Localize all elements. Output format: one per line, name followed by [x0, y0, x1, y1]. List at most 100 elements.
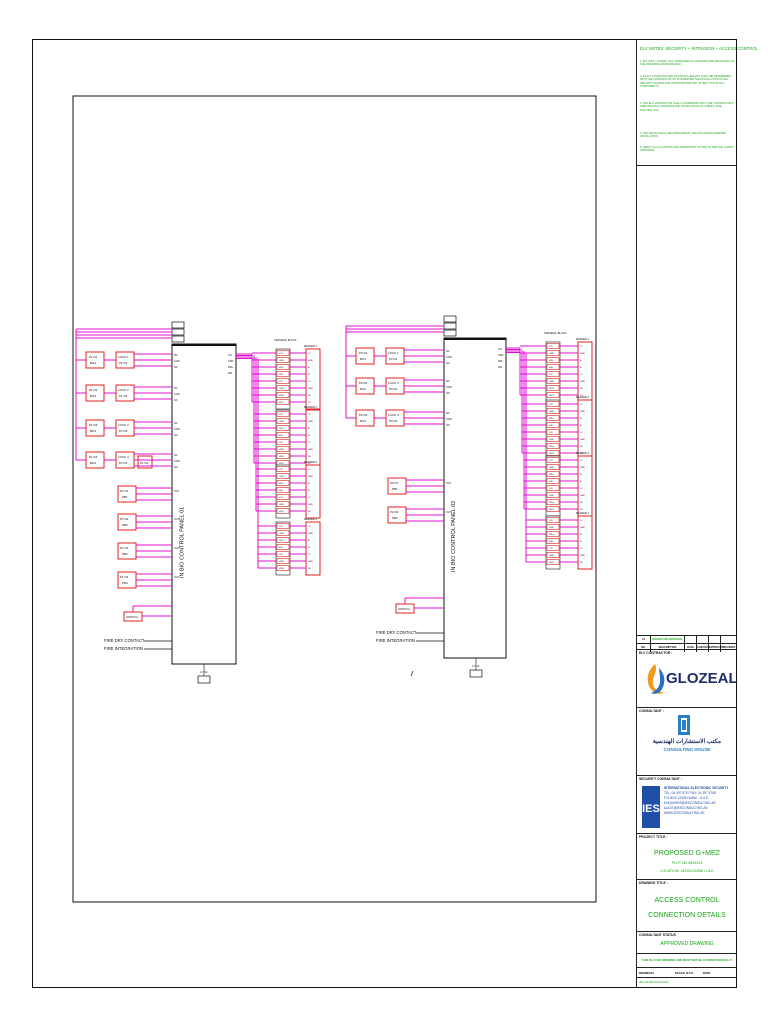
- consultant-label: CONSULTANT :: [639, 709, 664, 713]
- reader-pin-label: GND: [580, 439, 585, 441]
- glozeal-logo-icon: [647, 664, 665, 694]
- terminal-label: NO: [174, 366, 178, 369]
- terminal-cell: [276, 378, 290, 384]
- status-value: APPROVED DRAWING: [660, 941, 714, 947]
- terminal-cell-label: 12V: [279, 353, 283, 355]
- reader-pin-label: B: [580, 481, 582, 483]
- reader-pin-label: D0: [580, 502, 584, 504]
- terminal-cell-label: WD0: [279, 511, 285, 513]
- drawing-title-section: DRAWING TITLE : ACCESS CONTROL CONNECTIO…: [637, 880, 737, 932]
- lock-sub: P2 D2: [389, 387, 398, 391]
- terminal-label: OUT: [174, 576, 180, 579]
- terminal-cell-label: WD1: [549, 509, 555, 511]
- reader-box: [305, 521, 321, 576]
- reader-pin-label: D0: [308, 568, 312, 570]
- reader-pin-label: +V: [580, 488, 583, 490]
- terminal-cell: [276, 544, 290, 550]
- terminal-cell-label: GND: [279, 533, 284, 535]
- title-block: ELV NOTES: SECURITY + INTRUSION + ACCESS…: [636, 40, 758, 987]
- panel-top-terminal: [171, 321, 185, 329]
- ies-line-2: TEL: 04 397 5757 FAX: 04 397 5758: [664, 791, 716, 795]
- terminal-cell-label: GND: [549, 555, 554, 557]
- panel-output-label: 485-: [498, 366, 503, 369]
- terminal-cell: [276, 487, 290, 493]
- door-contact-label: P1 D3: [89, 423, 98, 427]
- terminal-cell-label: WD0: [549, 562, 555, 564]
- terminal-cell-label: WD0: [279, 456, 285, 458]
- reader-pin-label: GND: [580, 495, 585, 497]
- terminal-cell: [546, 450, 560, 456]
- door-contact-sub: BG2: [360, 387, 366, 391]
- status-section: CONSULTANT STATUS APPROVED DRAWING: [637, 932, 737, 954]
- reader-pin-label: +V: [580, 346, 583, 348]
- terminal-label: OUT: [174, 518, 180, 521]
- terminal-cell: [276, 399, 290, 405]
- lock-extra-label: P1 D4: [140, 461, 149, 465]
- terminal-cell-label: 485-: [549, 541, 554, 543]
- reader-pin-label: GND: [580, 467, 585, 469]
- lock-label: LOCK 1: [118, 355, 129, 359]
- drawing-title-label: DRAWING TITLE :: [639, 881, 668, 885]
- reader-pin-label: +V: [580, 432, 583, 434]
- terminal-cell: [546, 471, 560, 477]
- panel-top-terminal: [171, 328, 185, 336]
- project-location: LOCATION: JAFZA DUBAI U.A.E: [660, 869, 714, 873]
- terminal-cell: [546, 506, 560, 512]
- reader-pin-label: +V: [308, 442, 311, 444]
- consultant-section: CONSULTANT : مكتب الاستشارات الهندسية CO…: [637, 708, 737, 776]
- lock-label: LOCK 2: [118, 388, 129, 392]
- terminal-cell: [276, 537, 290, 543]
- rev-header-date: DATE: [685, 644, 697, 652]
- terminal-cell: [276, 530, 290, 536]
- reader-pin-label: A: [580, 533, 582, 536]
- reader-pin-label: +V: [308, 469, 311, 471]
- terminal-cell-label: 12V: [279, 414, 283, 416]
- reader-pin-label: GND: [308, 504, 313, 506]
- terminal-cell-label: 485-: [279, 490, 284, 492]
- consultant-logo-icon: [678, 715, 690, 735]
- terminal-cell: [276, 432, 290, 438]
- door-contact-sub: BG3: [90, 429, 96, 433]
- terminal-block-label: TERMINAL BLOCK: [544, 331, 567, 335]
- terminal-cell: [546, 552, 560, 558]
- terminal-cell-label: 485-: [279, 374, 284, 376]
- terminal-cell-label: 485+: [279, 483, 285, 485]
- terminal-cell-label: GND: [549, 353, 554, 355]
- reader-pin-label: D1: [308, 402, 312, 404]
- terminal-cell: [276, 392, 290, 398]
- terminal-cell-label: 485+: [549, 360, 555, 362]
- terminal-label: NC: [446, 380, 450, 383]
- panel-output-label: 485-: [228, 372, 233, 375]
- exit-button-sub: PB2: [392, 516, 398, 520]
- exit-button-label: P1 D4: [120, 575, 129, 579]
- drawing-sheet-border: [32, 39, 737, 988]
- reader-pin-label: D1: [580, 453, 584, 455]
- notes-section: ELV NOTES: SECURITY + INTRUSION + ACCESS…: [637, 40, 758, 166]
- terminal-cell-label: 12V: [279, 554, 283, 556]
- reader-box: [577, 341, 593, 403]
- drawing-title-line-1: ACCESS CONTROL: [654, 897, 720, 904]
- reader-pin-label: B: [308, 374, 310, 376]
- reader-pin-label: GND: [580, 381, 585, 383]
- terminal-cell: [276, 453, 290, 459]
- terminal-cell: [546, 436, 560, 442]
- reader-pin-label: +V: [580, 460, 583, 462]
- terminal-cell-label: WD1: [549, 395, 555, 397]
- terminal-cell-label: GND: [549, 381, 554, 383]
- panel-top-terminal: [443, 315, 457, 323]
- reader-pin-label: A: [308, 539, 310, 542]
- reader-pin-label: B: [580, 367, 582, 369]
- terminal-cell-label: GND: [279, 504, 284, 506]
- terminal-cell-label: WD0: [549, 502, 555, 504]
- terminal-cell: [546, 457, 560, 463]
- terminal-cell-label: WD1: [279, 463, 285, 465]
- terminal-cell: [546, 478, 560, 484]
- terminal-label: OUT: [446, 511, 452, 514]
- terminal-cell: [546, 364, 560, 370]
- rev-header-desc: DESCRIPTION: [651, 644, 685, 652]
- terminal-cell-label: 485-: [279, 547, 284, 549]
- panel-output-label: 12V: [228, 354, 233, 357]
- fire-contact-label: FIRE DRY CONTACT: [376, 630, 417, 635]
- note-2: 2. EXACT LOCATIONS AND MOUNTING HEIGHTS …: [640, 75, 732, 88]
